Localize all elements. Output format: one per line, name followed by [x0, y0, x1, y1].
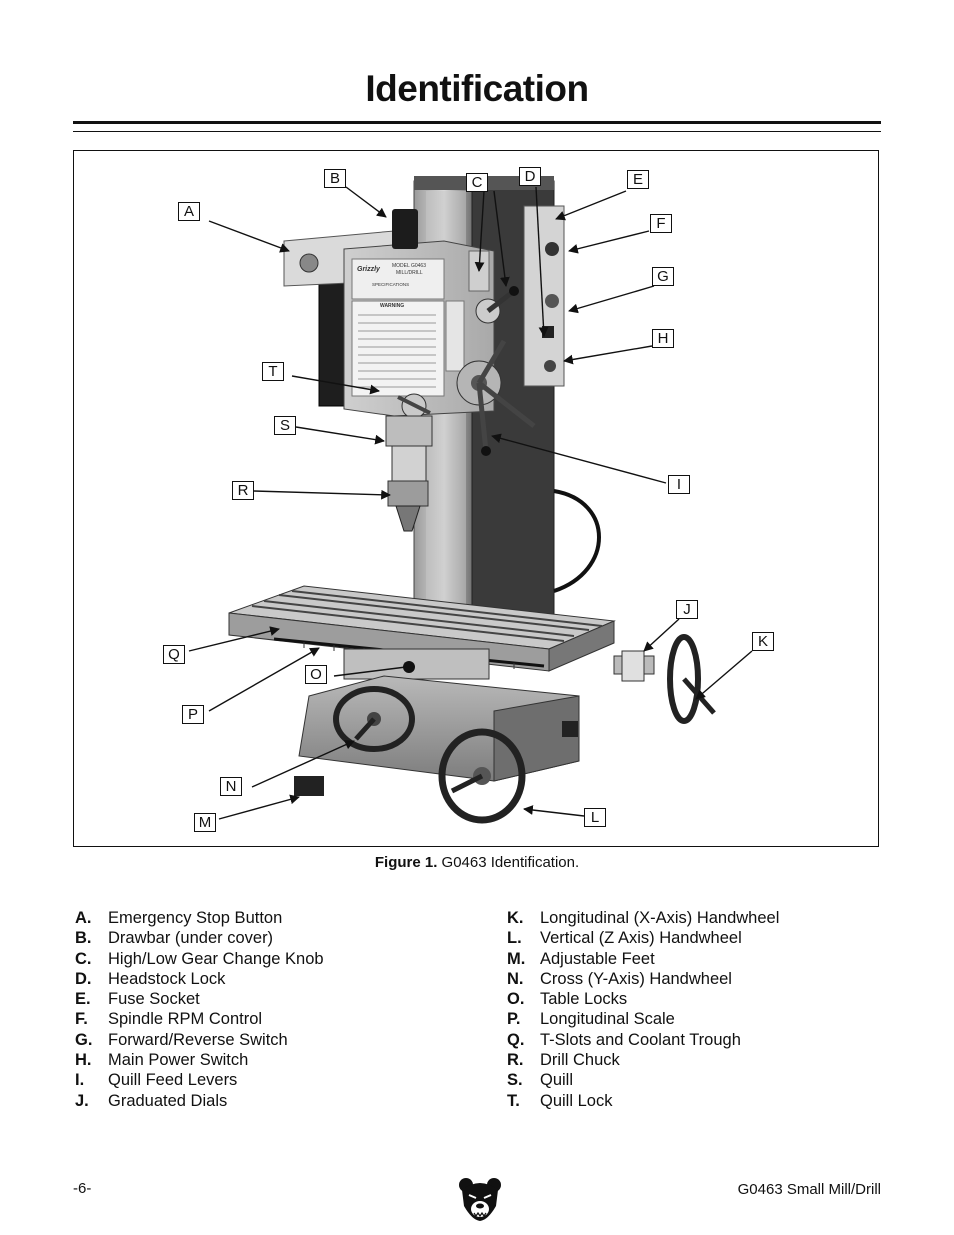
title-rule-thick: [73, 121, 881, 124]
svg-text:SPECIFICATIONS: SPECIFICATIONS: [372, 282, 409, 287]
callout-p: P: [182, 705, 204, 724]
callout-s: S: [274, 416, 296, 435]
drawbar-cover: [392, 209, 418, 249]
title-rule-thin: [73, 131, 881, 132]
legend-item: K.Longitudinal (X-Axis) Handwheel: [507, 909, 780, 927]
svg-text:WARNING: WARNING: [380, 303, 404, 309]
callout-c: C: [466, 173, 488, 192]
legend-item: L.Vertical (Z Axis) Handwheel: [507, 929, 742, 948]
legend-item: O.Table Locks: [507, 990, 628, 1009]
callout-k: K: [752, 632, 774, 651]
svg-text:MODEL G0463: MODEL G0463: [392, 263, 426, 269]
gear-change-knob: [475, 286, 519, 324]
legend-item: R.Drill Chuck: [507, 1051, 620, 1070]
legend-item: D.Headstock Lock: [75, 969, 226, 988]
legend-left-column: A.Emergency Stop Button B.Drawbar (under…: [75, 908, 324, 1111]
legend-item: C.High/Low Gear Change Knob: [75, 949, 324, 968]
callout-h: H: [652, 329, 674, 348]
footer-model: G0463 Small Mill/Drill: [737, 1181, 881, 1198]
callout-l: L: [584, 808, 606, 827]
callout-g: G: [652, 267, 674, 286]
legend-item: E.Fuse Socket: [75, 990, 200, 1009]
legend-item: G.Forward/Reverse Switch: [75, 1030, 288, 1049]
legend-item: T.Quill Lock: [507, 1091, 613, 1110]
page-number: -6-: [73, 1180, 92, 1197]
callout-d: D: [519, 167, 541, 186]
callout-f: F: [650, 214, 672, 233]
z-axis-handwheel: [438, 728, 526, 824]
quill-feed-levers: [456, 339, 536, 456]
caption-text: G0463 Identification.: [441, 854, 580, 871]
x-axis-handwheel: [613, 634, 716, 724]
svg-text:MILL/DRILL: MILL/DRILL: [396, 270, 423, 276]
callout-b: B: [324, 169, 346, 188]
legend-item: H.Main Power Switch: [75, 1051, 249, 1070]
legend-item: J.Graduated Dials: [75, 1091, 228, 1110]
legend-item: I.Quill Feed Levers: [75, 1071, 238, 1090]
callout-e: E: [627, 170, 649, 189]
control-panel: [523, 205, 565, 387]
caption-label: Figure 1.: [374, 854, 438, 871]
legend-item: B.Drawbar (under cover): [75, 929, 274, 948]
callout-a: A: [178, 202, 200, 221]
saddle: [343, 648, 490, 680]
headstock: Grizzly MODEL G0463 MILL/DRILL SPECIFICA…: [343, 240, 495, 417]
grizzly-bear-head-icon: [459, 1178, 501, 1221]
page-title: Identification: [365, 68, 589, 109]
callout-o: O: [305, 665, 327, 684]
callout-m: M: [194, 813, 216, 832]
figure-1-box: Grizzly MODEL G0463 MILL/DRILL SPECIFICA…: [73, 150, 879, 847]
legend-item: Q.T-Slots and Coolant Trough: [507, 1030, 741, 1049]
legend-item: A.Emergency Stop Button: [75, 909, 283, 927]
svg-text:Grizzly: Grizzly: [357, 266, 381, 273]
legend-item: M.Adjustable Feet: [507, 949, 655, 968]
callout-t: T: [262, 362, 284, 381]
legend-item: S.Quill: [507, 1071, 574, 1090]
quill-and-drill-chuck: [385, 415, 433, 532]
power-cord: [553, 489, 601, 593]
mill-drill-illustration: Grizzly MODEL G0463 MILL/DRILL SPECIFICA…: [188, 176, 753, 824]
legend-item: F.Spindle RPM Control: [75, 1010, 263, 1029]
callout-i: I: [668, 475, 690, 494]
legend-item: P.Longitudinal Scale: [507, 1010, 675, 1029]
callout-r: R: [232, 481, 254, 500]
figure-caption: Figure 1. G0463 Identification.: [0, 854, 954, 871]
callout-q: Q: [163, 645, 185, 664]
leader-lines: [188, 186, 753, 820]
legend-item: N.Cross (Y-Axis) Handwheel: [507, 969, 732, 988]
callout-n: N: [220, 777, 242, 796]
quill-lock: [397, 393, 431, 419]
y-axis-handwheel: [333, 686, 415, 752]
callout-j: J: [676, 600, 698, 619]
adjustable-foot: [294, 776, 324, 796]
legend-right-column: K.Longitudinal (X-Axis) Handwheel L.Vert…: [507, 908, 779, 1111]
base: [294, 675, 580, 796]
